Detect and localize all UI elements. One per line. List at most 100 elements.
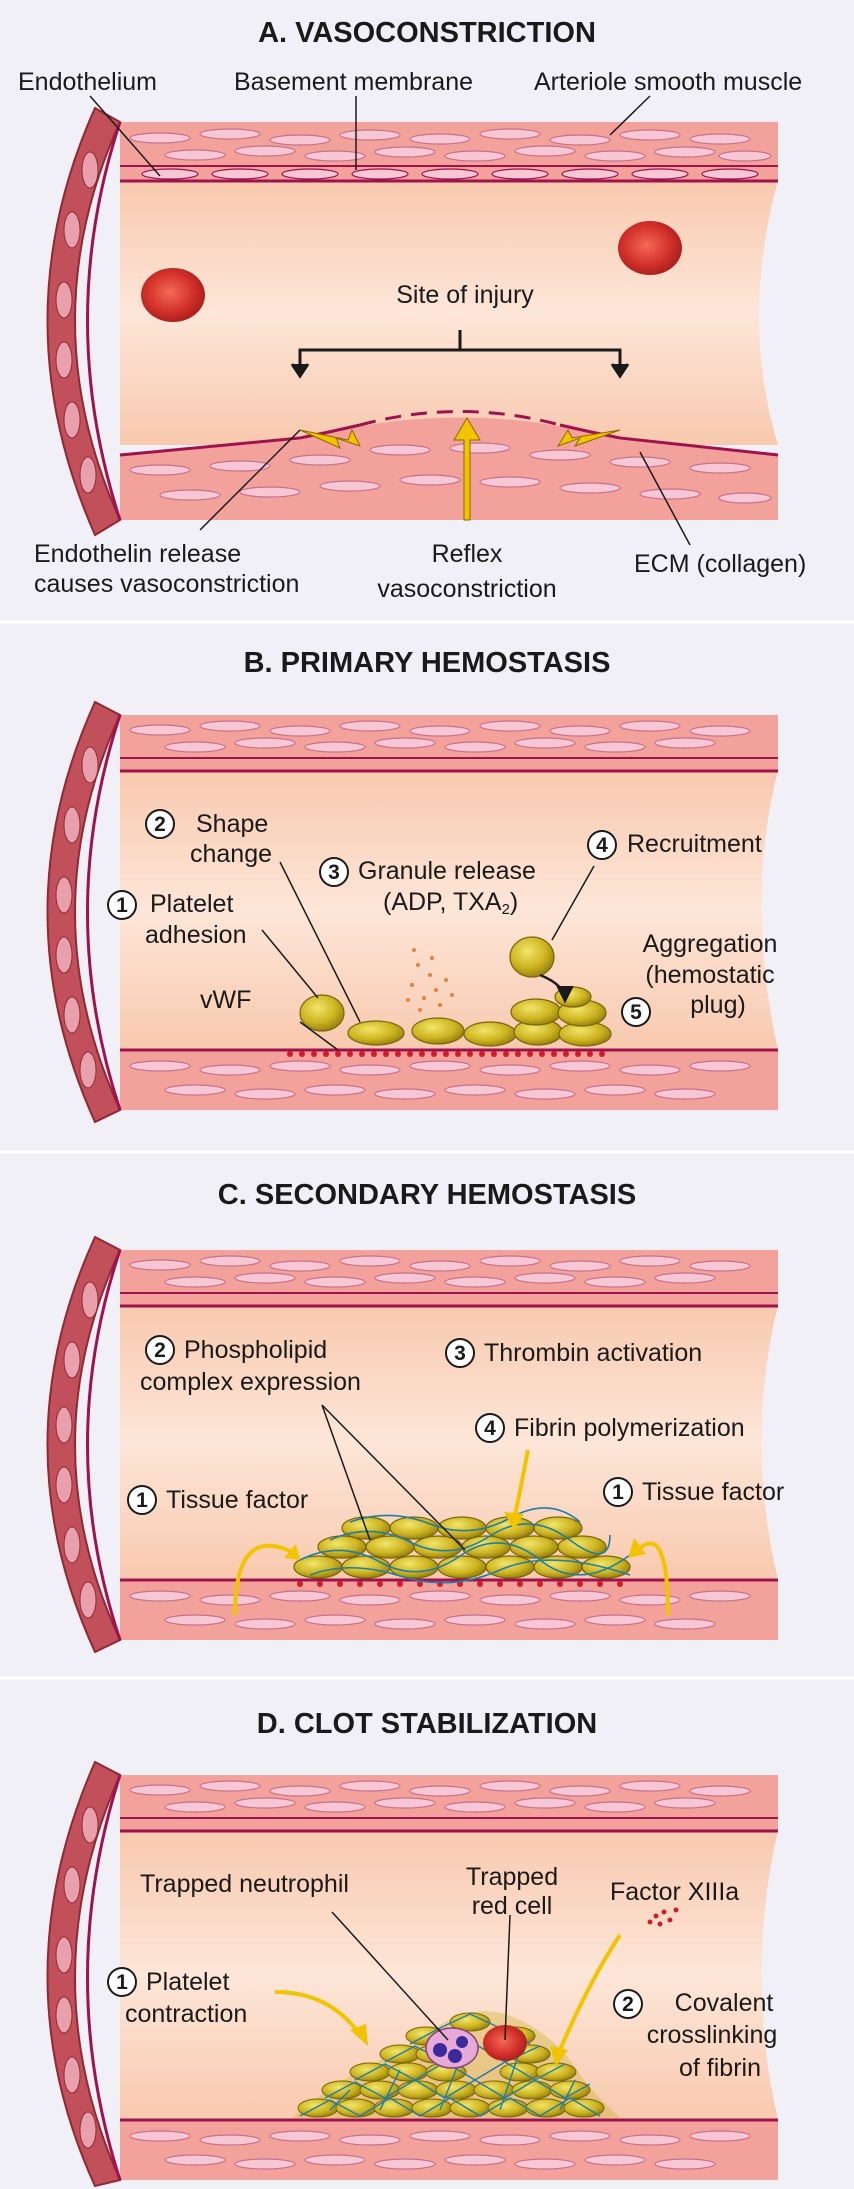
label-shape-line2: change — [190, 840, 272, 868]
step-1-circle — [107, 890, 137, 920]
leader-lines — [331, 1911, 511, 2041]
recruitment-arrow — [539, 973, 574, 1004]
vwf-dots — [287, 1051, 605, 1057]
step-1-circle-right — [603, 1477, 633, 1507]
panel-primary-hemostasis: B. PRIMARY HEMOSTASIS — [46, 647, 778, 1124]
label-trapped-red-cell-line1: Trapped — [466, 1863, 558, 1891]
step-2-circle — [145, 809, 175, 839]
step-1-number-right: 1 — [612, 1481, 624, 1504]
vessel-wall-bottom — [120, 2120, 778, 2180]
smooth-muscle-cells-bottom — [129, 2130, 751, 2170]
smooth-muscle-cells-top — [129, 128, 772, 162]
curve-cells — [55, 1281, 99, 1619]
panel-vasoconstriction: A. VASOCONSTRICTION — [18, 17, 806, 603]
label-reflex-line2: vasoconstriction — [377, 575, 556, 603]
panel-title: D. CLOT STABILIZATION — [257, 1708, 597, 1740]
label-trapped-neutrophil: Trapped neutrophil — [140, 1870, 349, 1898]
label-tissue-factor-right: Tissue factor — [642, 1478, 784, 1506]
red-dots — [297, 1581, 623, 1587]
label-granule-line2: (ADP, TXA2) — [383, 888, 518, 918]
label-aggregation-line2: (hemostatic — [645, 961, 774, 989]
step-1-circle — [107, 1967, 137, 1997]
fibrin-strands — [299, 1507, 631, 1584]
step-2-number: 2 — [154, 813, 166, 836]
vessel-wall-bottom — [120, 1580, 778, 1640]
step-3-circle — [445, 1338, 475, 1368]
panel-title: C. SECONDARY HEMOSTASIS — [218, 1179, 636, 1211]
step-5-circle — [621, 997, 651, 1027]
endothelial-cells-top — [141, 168, 759, 180]
step-1-number: 1 — [116, 894, 128, 917]
injury-bracket — [290, 330, 630, 379]
trapped-neutrophil — [425, 2027, 479, 2069]
smooth-muscle-cells-bottom — [129, 1060, 751, 1100]
label-aggregation-line3: plug) — [690, 991, 746, 1019]
label-phospholipid-line1: Phospholipid — [184, 1336, 327, 1364]
label-trapped-red-cell-line2: red cell — [472, 1892, 553, 1920]
vessel — [46, 106, 779, 537]
step-4-number: 4 — [484, 1417, 496, 1440]
clot-platelets — [293, 1516, 631, 1579]
label-endothelin-line1: Endothelin release — [34, 540, 241, 568]
label-site-of-injury: Site of injury — [396, 281, 534, 309]
label-fibrin-polymerization: Fibrin polymerization — [514, 1414, 745, 1442]
red-blood-cell — [141, 268, 205, 322]
label-contraction-line2: contraction — [125, 2000, 247, 2028]
label-contraction-line1: Platelet — [146, 1968, 229, 1996]
leader-lines — [321, 1404, 466, 1551]
curve-cells — [55, 151, 99, 494]
smooth-muscle-cells-top — [129, 1255, 751, 1288]
label-phospholipid-line2: complex expression — [140, 1368, 361, 1396]
endothelium-line-bottom-left — [119, 423, 361, 457]
label-shape-line1: Shape — [196, 810, 268, 838]
label-adhesion-line1: Platelet — [150, 890, 233, 918]
smooth-muscle-cells-top — [129, 1780, 751, 1813]
step-2-circle — [613, 1989, 643, 2019]
step-4-circle — [475, 1413, 505, 1443]
label-factor-xiiia: Factor XIIIa — [610, 1878, 739, 1906]
label-tissue-factor-left: Tissue factor — [166, 1486, 308, 1514]
label-thrombin: Thrombin activation — [484, 1339, 702, 1367]
step-2-circle — [145, 1335, 175, 1365]
step-2-number: 2 — [154, 1339, 166, 1362]
vessel-lumen — [120, 1305, 778, 1580]
curve-cells — [55, 1806, 99, 2149]
label-aggregation-line1: Aggregation — [643, 930, 778, 958]
step-5-number: 5 — [630, 1001, 642, 1024]
granule-subscript: 2 — [502, 901, 510, 918]
step-3-number: 3 — [328, 861, 340, 884]
vessel-lumen — [120, 180, 778, 445]
label-basement-membrane: Basement membrane — [234, 68, 473, 96]
panel-title: B. PRIMARY HEMOSTASIS — [244, 647, 611, 679]
label-crosslink-line3: of fibrin — [679, 2054, 761, 2082]
smooth-muscle-cells-bottom — [129, 442, 772, 504]
vessel — [46, 1760, 778, 2188]
label-ecm: ECM (collagen) — [634, 550, 806, 578]
label-granule-line1: Granule release — [358, 857, 536, 885]
label-adhesion-line2: adhesion — [145, 921, 246, 949]
trapped-red-cell — [483, 2025, 527, 2061]
granule-particles — [406, 948, 454, 1012]
label-vwf: vWF — [200, 986, 251, 1014]
step-4-circle — [587, 830, 617, 860]
contraction-arrows — [274, 1933, 622, 2051]
label-crosslink-line1: Covalent — [675, 1989, 774, 2017]
label-smooth-muscle: Arteriole smooth muscle — [534, 68, 802, 96]
smooth-muscle-cells-top — [129, 720, 751, 753]
curve-cells — [55, 746, 99, 1089]
vessel-wall-bottom — [120, 1050, 778, 1110]
endothelium-line-bottom-right — [559, 423, 779, 457]
red-blood-cell — [618, 221, 682, 275]
step-1-number: 1 — [116, 1971, 128, 1994]
label-endothelin-line2: causes vasoconstriction — [34, 570, 299, 598]
vasoconstriction-arrows — [299, 417, 621, 521]
step-1-number-left: 1 — [136, 1489, 148, 1512]
factor-xiiia-dots — [647, 1907, 679, 1927]
step-3-number: 3 — [454, 1342, 466, 1365]
leader-lines — [89, 95, 691, 546]
label-reflex-line1: Reflex — [432, 540, 503, 568]
step-3-circle — [319, 857, 349, 887]
label-crosslink-line2: crosslinking — [647, 2021, 778, 2049]
panel-clot-stabilization: D. CLOT STABILIZATION — [46, 1708, 778, 2188]
